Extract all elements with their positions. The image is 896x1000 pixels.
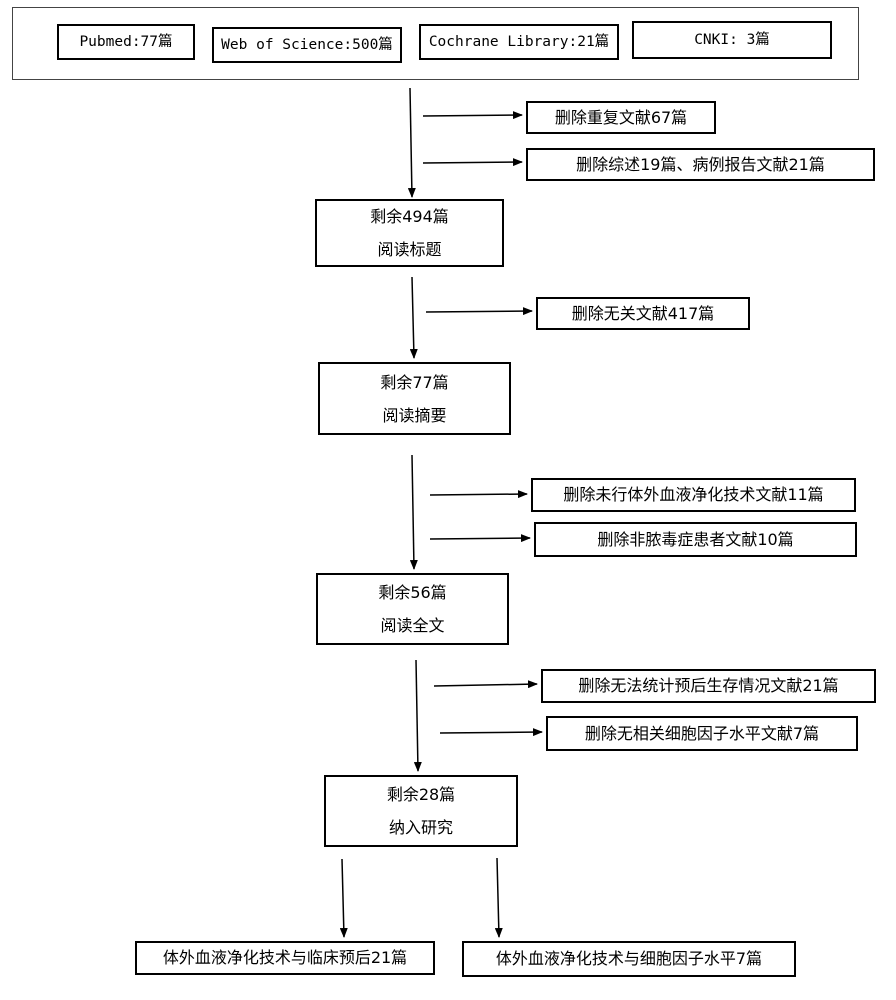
flow-arrow-titles-to-abstracts [409, 276, 418, 359]
flow-arrow-sources-to-titles [407, 87, 416, 198]
source-cochrane-library: Cochrane Library:21篇 [419, 24, 619, 60]
exclusion-no-blood-purification: 删除未行体外血液净化技术文献11篇 [531, 478, 856, 512]
exclusion-arrow-no-blood-purification [429, 490, 528, 499]
flow-arrow-fulltext-to-included [413, 659, 422, 772]
exclusion-no-cytokine-data: 删除无相关细胞因子水平文献7篇 [546, 716, 858, 751]
exclusion-no-prognosis-data: 删除无法统计预后生存情况文献21篇 [541, 669, 876, 703]
stage-action: 纳入研究 [388, 818, 453, 837]
exclusion-arrow-duplicates [422, 111, 523, 120]
stage-read-titles: 剩余494篇 阅读标题 [315, 199, 504, 267]
exclusion-arrow-no-prognosis [433, 680, 538, 689]
exclusion-arrow-irrelevant [425, 307, 533, 316]
flow-arrow-abstracts-to-fulltext [409, 454, 418, 570]
outcome-cytokine-levels: 体外血液净化技术与细胞因子水平7篇 [462, 941, 796, 977]
stage-action: 阅读全文 [380, 616, 445, 635]
stage-action: 阅读摘要 [382, 405, 447, 425]
exclusion-irrelevant: 删除无关文献417篇 [536, 297, 750, 330]
stage-remaining: 剩余77篇 [380, 372, 449, 392]
exclusion-arrow-reviews [422, 158, 523, 167]
flow-arrow-included-to-prognosis [339, 858, 348, 938]
exclusion-arrow-non-sepsis [429, 534, 531, 543]
source-web-of-science: Web of Science:500篇 [212, 27, 402, 63]
stage-action: 阅读标题 [377, 240, 442, 259]
stage-remaining: 剩余494篇 [370, 207, 449, 226]
exclusion-duplicates: 删除重复文献67篇 [526, 101, 716, 134]
exclusion-reviews-case-reports: 删除综述19篇、病例报告文献21篇 [526, 148, 875, 181]
source-cnki: CNKI: 3篇 [632, 21, 832, 59]
stage-remaining: 剩余28篇 [386, 785, 456, 804]
outcome-clinical-prognosis: 体外血液净化技术与临床预后21篇 [135, 941, 435, 975]
exclusion-non-sepsis: 删除非脓毒症患者文献10篇 [534, 522, 857, 557]
stage-read-abstracts: 剩余77篇 阅读摘要 [318, 362, 511, 435]
stage-included-studies: 剩余28篇 纳入研究 [324, 775, 518, 847]
stage-remaining: 剩余56篇 [378, 583, 447, 602]
stage-read-full-text: 剩余56篇 阅读全文 [316, 573, 509, 645]
source-pubmed: Pubmed:77篇 [57, 24, 195, 60]
exclusion-arrow-no-cytokine [439, 728, 543, 737]
flow-arrow-included-to-cytokine [494, 857, 503, 938]
